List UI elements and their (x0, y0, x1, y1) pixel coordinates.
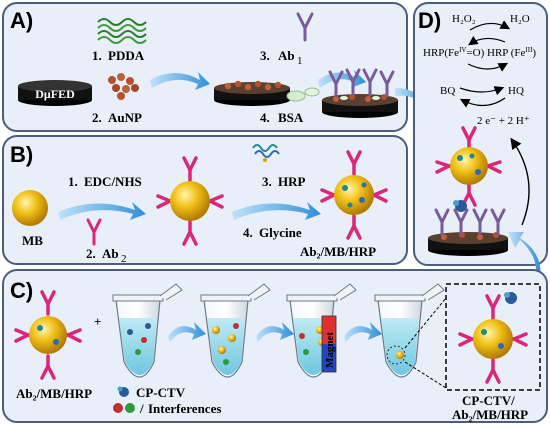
step-a3-num: 3. (260, 48, 270, 63)
ab1-icon (296, 12, 314, 42)
step-a1-text: PDDA (108, 48, 145, 63)
hrp-fe3-label: HRP (FeIII) (487, 46, 536, 59)
tube-2 (200, 283, 271, 378)
step-a1-num: 1. (92, 48, 102, 63)
zoom-line-bottom (404, 361, 447, 389)
arrow-c2 (256, 322, 294, 342)
panel-c-label: C) (10, 278, 33, 303)
interferences-label: Interferences (148, 401, 221, 416)
tube-4 (374, 283, 445, 378)
arrow-d-cycle (510, 137, 530, 226)
complex-label-2: Ab₂/MB/HRP (452, 407, 528, 422)
step-a2-text: AuNP (108, 110, 142, 125)
step-b2-num: 2. (86, 246, 96, 261)
pdda-icon (97, 18, 147, 44)
step-a4-text: BSA (278, 110, 304, 125)
step-b2-sub: 2 (121, 253, 127, 265)
target-legend (113, 386, 135, 413)
arrow-b1 (58, 202, 146, 220)
plus-sign: + (94, 314, 101, 329)
step-b3-num: 3. (262, 174, 272, 189)
arrow-c1 (168, 322, 206, 342)
reagent-conjugate (14, 290, 82, 380)
step-b4-num: 4. (243, 225, 253, 240)
ab2-icon (86, 218, 102, 246)
arrow-hrp-oxidation (468, 36, 506, 46)
step-b2-text: Ab (102, 246, 119, 261)
arrow-h2o2-to-h2o (469, 20, 511, 31)
target-label: CP-CTV (136, 385, 186, 400)
step-a4-num: 4. (260, 110, 270, 125)
complex-label-1: CP-CTV/ (462, 393, 515, 408)
bsa-icon (286, 87, 320, 102)
step-a3-text: Ab (278, 48, 295, 63)
step-a2-num: 2. (92, 110, 102, 125)
arrow-hrp-reduction (467, 62, 509, 72)
hrp-fe4-label: HRP(FeIV=O) (423, 46, 485, 59)
panel-b-label: B) (10, 142, 33, 167)
electrode-bare: DμFED (18, 80, 92, 106)
arrow-hq-to-bq (459, 97, 506, 108)
electrode-ab1 (322, 68, 398, 118)
arrow-bq-to-hq (459, 86, 505, 96)
mb-conjugate-d (435, 126, 502, 207)
arrow-c3 (344, 322, 382, 342)
mb-label: MB (22, 233, 43, 248)
arrow-a1 (150, 72, 210, 90)
electrode-label: DμFED (35, 87, 75, 101)
step-a3-sub: 1 (297, 55, 303, 67)
panel-d-frame (413, 2, 548, 266)
reagent-label: Ab₂/MB/HRP (16, 386, 92, 401)
arrow-b2 (232, 202, 321, 220)
panel-a-label: A) (10, 8, 33, 33)
electrode-aunp (214, 80, 290, 106)
arrow-c-to-d (508, 232, 541, 280)
mb-bead (12, 190, 48, 226)
aunp-icon (108, 73, 139, 100)
ab2-mb-hrp (320, 150, 388, 240)
step-b1-num: 1. (68, 174, 78, 189)
mb-ab2 (156, 156, 224, 246)
step-b4-text: Glycine (259, 225, 302, 240)
zoom-box (445, 283, 541, 391)
hq-label: HQ (508, 85, 524, 97)
complex-zoom (458, 292, 528, 384)
zoom-line-top (404, 297, 447, 349)
magnet-label: Magnet (324, 332, 336, 368)
hrp-icon (252, 144, 280, 162)
h2o-label: H₂O (510, 13, 530, 25)
bq-label: BQ (440, 85, 455, 97)
electrode-d (428, 200, 508, 256)
product-label: Ab₂/MB/HRP (300, 244, 376, 259)
tube-1 (112, 283, 183, 378)
panel-d-label: D) (418, 8, 441, 33)
step-b3-text: HRP (278, 174, 306, 189)
step-b1-text: EDC/NHS (84, 174, 142, 189)
magnet: Magnet (321, 315, 337, 373)
electron-label: 2 e⁻ + 2 H⁺ (477, 115, 530, 127)
interferences-prefix: / (139, 401, 144, 416)
h2o2-label: H₂O₂ (452, 13, 476, 25)
